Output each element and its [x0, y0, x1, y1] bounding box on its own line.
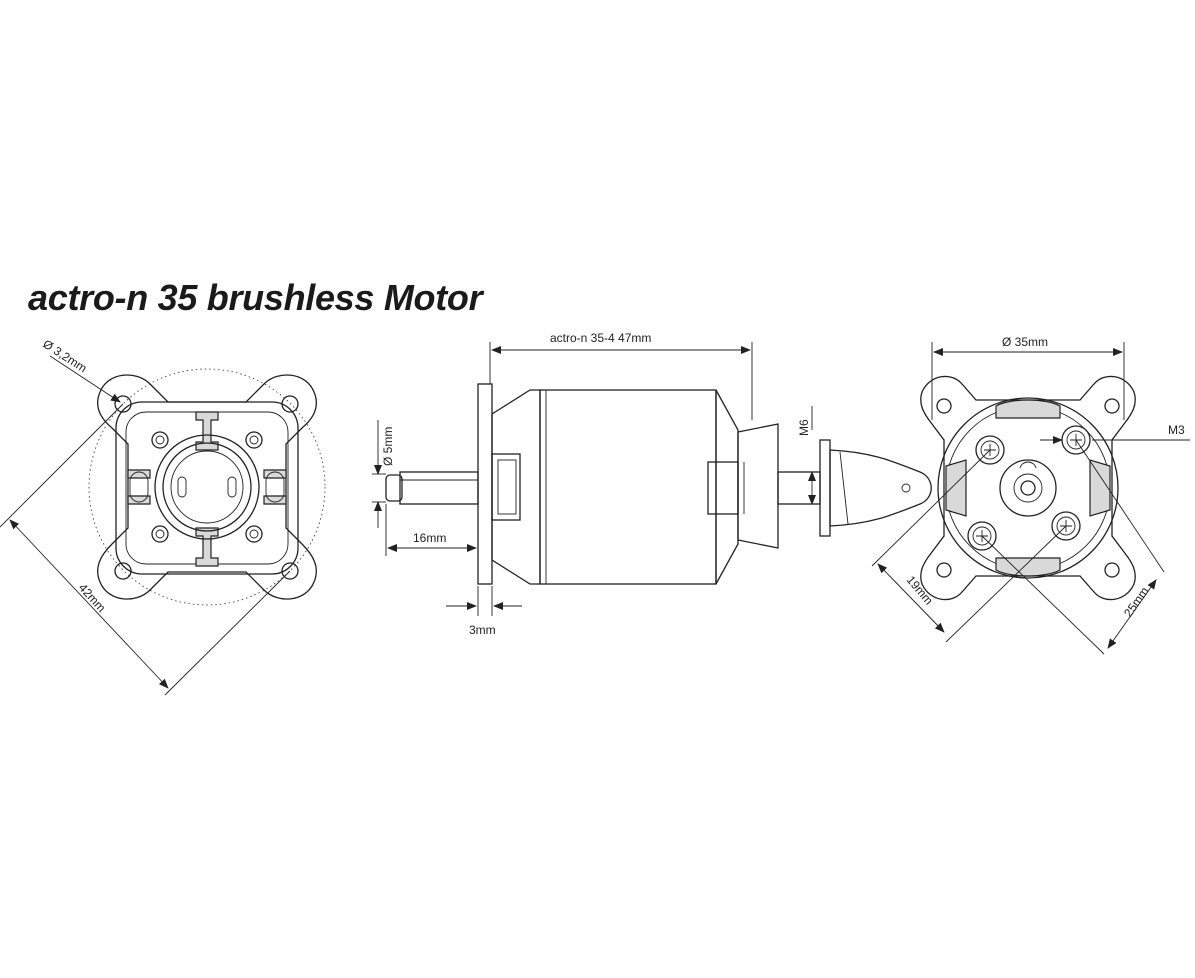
page-title: actro-n 35 brushless Motor — [28, 277, 483, 318]
flange-thickness-label: 3mm — [469, 623, 496, 637]
shaft-length-label: 16mm — [413, 531, 446, 545]
large-spacing-label: 25mm — [1121, 584, 1152, 619]
thread-label: M6 — [797, 419, 811, 436]
front-view: Ø 3,2mm 42mm — [0, 337, 326, 696]
length-dimension-label: actro-n 35-4 47mm — [550, 331, 651, 345]
diagonal-dimension-label: 42mm — [76, 581, 109, 615]
hole-diameter-label: Ø 3,2mm — [40, 337, 89, 376]
rear-view: Ø 35mm — [871, 335, 1190, 655]
small-spacing-label: 19mm — [904, 573, 936, 608]
side-view: actro-n 35-4 47mm M6 — [372, 331, 932, 637]
rear-diameter-label: Ø 35mm — [1002, 335, 1048, 349]
screw-thread-label: M3 — [1168, 423, 1185, 437]
mounting-hole-icon — [281, 562, 299, 580]
shaft-diameter-label: Ø 5mm — [381, 427, 395, 466]
